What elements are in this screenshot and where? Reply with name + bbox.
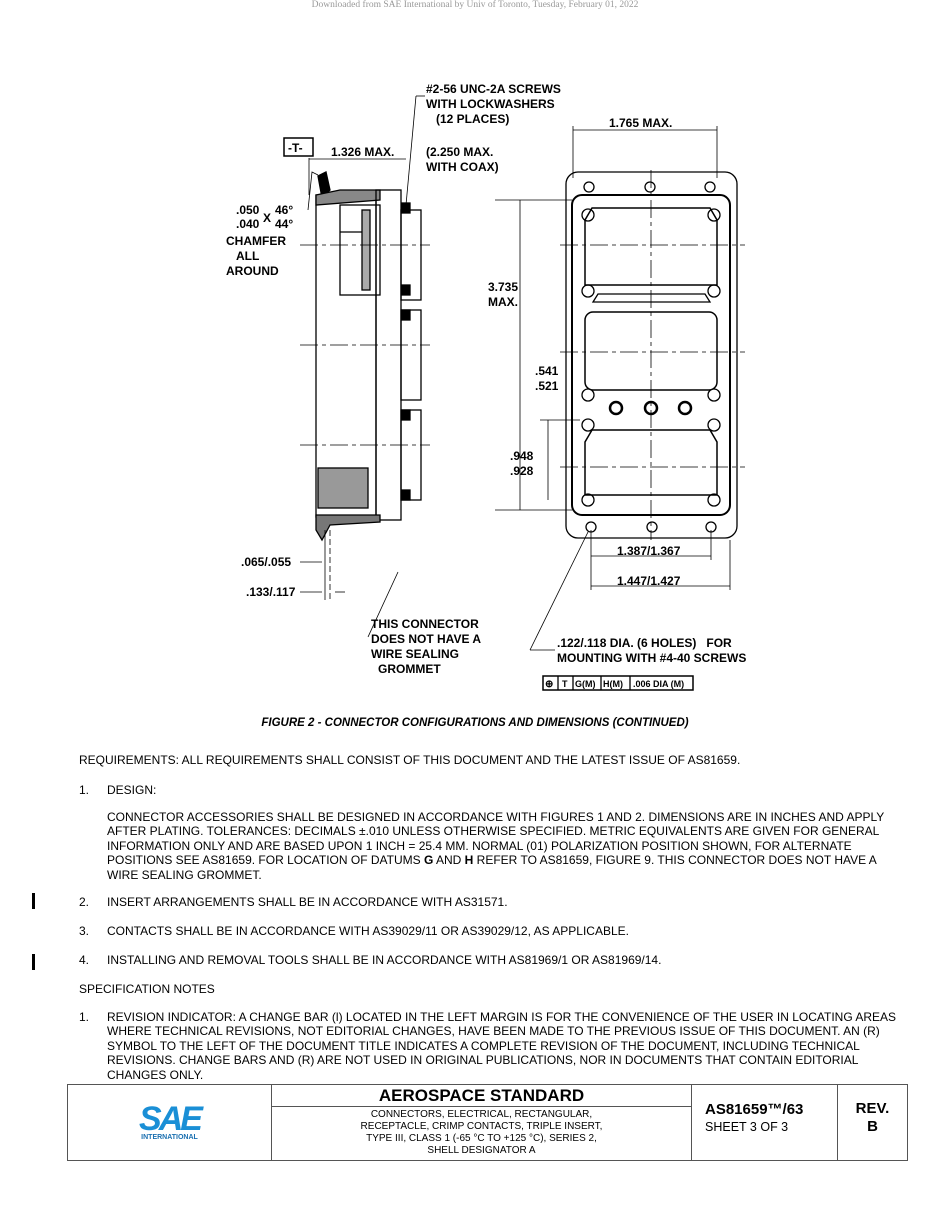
tolerance-datum: H(M) bbox=[603, 679, 623, 689]
item-number: 1. bbox=[79, 1010, 90, 1024]
position-tolerance-icon: ⊕ bbox=[545, 679, 553, 690]
requirements-text: REQUIREMENTS: ALL REQUIREMENTS SHALL CON… bbox=[79, 753, 741, 767]
doc-number: AS81659™/63 bbox=[705, 1101, 804, 1118]
datum-t: -T- bbox=[288, 141, 303, 155]
dim-1387: 1.387/1.367 bbox=[617, 544, 681, 558]
chamfer-dim: 44° bbox=[275, 217, 293, 231]
chamfer-label: AROUND bbox=[226, 264, 279, 278]
datum-g: G bbox=[423, 853, 434, 868]
screws-label: WITH LOCKWASHERS bbox=[426, 97, 555, 111]
chamfer-dim: 46° bbox=[275, 203, 293, 217]
subtitle-line: SHELL DESIGNATOR A bbox=[427, 1145, 536, 1156]
rev-label: REV. bbox=[855, 1100, 890, 1117]
dim-1447: 1.447/1.427 bbox=[617, 574, 681, 588]
rev-value: B bbox=[867, 1118, 878, 1135]
logo-subtext: INTERNATIONAL bbox=[141, 1134, 198, 1141]
subtitle-line: TYPE III, CLASS 1 (-65 °C TO +125 °C), S… bbox=[366, 1133, 597, 1144]
list-item: 1. REVISION INDICATOR: A CHANGE BAR (l) … bbox=[79, 1010, 899, 1082]
title-block: SAE INTERNATIONAL AEROSPACE STANDARD CON… bbox=[67, 1084, 908, 1161]
chamfer-dim: .050 bbox=[236, 203, 260, 217]
design-text-part: AND bbox=[433, 853, 465, 868]
tolerance-datum: G(M) bbox=[575, 679, 596, 689]
logo-mark: SAE bbox=[139, 1100, 203, 1138]
side-view bbox=[300, 171, 430, 600]
dim-948: .948 bbox=[510, 449, 534, 463]
item-text: INSERT ARRANGEMENTS SHALL BE IN ACCORDAN… bbox=[107, 895, 508, 909]
list-item: 4. INSTALLING AND REMOVAL TOOLS SHALL BE… bbox=[79, 953, 899, 967]
grommet-note: THIS CONNECTOR bbox=[371, 617, 479, 631]
connector-drawing: #2-56 UNC-2A SCREWS WITH LOCKWASHERS (12… bbox=[226, 82, 746, 691]
dim-948: .928 bbox=[510, 464, 534, 478]
grommet-note: GROMMET bbox=[378, 662, 441, 676]
coax-label: (2.250 MAX. bbox=[426, 145, 493, 159]
dim-541: .521 bbox=[535, 379, 559, 393]
holes-note: MOUNTING WITH #4-40 SCREWS bbox=[557, 651, 746, 665]
subtitle-line: CONNECTORS, ELECTRICAL, RECTANGULAR, bbox=[370, 1109, 593, 1120]
dim-1326: 1.326 MAX. bbox=[331, 145, 394, 159]
holes-note: .122/.118 DIA. (6 HOLES) FOR bbox=[557, 636, 732, 650]
list-item: 3. CONTACTS SHALL BE IN ACCORDANCE WITH … bbox=[79, 924, 899, 938]
front-view bbox=[560, 170, 745, 540]
dim-1765: 1.765 MAX. bbox=[609, 116, 672, 130]
spec-notes-heading: SPECIFICATION NOTES bbox=[79, 982, 215, 996]
design-text-part: CONNECTOR ACCESSORIES SHALL BE DESIGNED … bbox=[107, 810, 885, 868]
item-text: REVISION INDICATOR: A CHANGE BAR (l) LOC… bbox=[107, 1010, 897, 1082]
datum-h: H bbox=[464, 853, 474, 868]
figure-caption: FIGURE 2 - CONNECTOR CONFIGURATIONS AND … bbox=[261, 717, 689, 729]
dim-133: .133/.117 bbox=[246, 585, 296, 599]
doc-number-cell: AS81659™/63 SHEET 3 OF 3 bbox=[692, 1085, 838, 1160]
item-text: INSTALLING AND REMOVAL TOOLS SHALL BE IN… bbox=[107, 953, 662, 967]
standard-title: AEROSPACE STANDARD bbox=[272, 1085, 691, 1107]
dim-065: .065/.055 bbox=[241, 555, 291, 569]
item-text: CONTACTS SHALL BE IN ACCORDANCE WITH AS3… bbox=[107, 924, 629, 938]
drawing-labels: #2-56 UNC-2A SCREWS WITH LOCKWASHERS (12… bbox=[226, 82, 746, 690]
item-number: 1. bbox=[79, 783, 90, 797]
download-watermark: Downloaded from SAE International by Uni… bbox=[311, 0, 639, 10]
design-text-part: REFER TO AS81659, FIGURE 9. THIS CONNECT… bbox=[107, 853, 877, 882]
list-item: 2. INSERT ARRANGEMENTS SHALL BE IN ACCOR… bbox=[79, 895, 899, 909]
subtitle-line: RECEPTACLE, CRIMP CONTACTS, TRIPLE INSER… bbox=[360, 1121, 603, 1132]
standard-subtitle: CONNECTORS, ELECTRICAL, RECTANGULAR, REC… bbox=[272, 1107, 691, 1157]
title-cell: AEROSPACE STANDARD CONNECTORS, ELECTRICA… bbox=[272, 1085, 692, 1160]
change-bar bbox=[32, 954, 35, 970]
tolerance-value: .006 DIA (M) bbox=[633, 679, 684, 689]
screws-label: #2-56 UNC-2A SCREWS bbox=[426, 82, 561, 96]
sheet-number: SHEET 3 OF 3 bbox=[705, 1120, 789, 1134]
item-number: 3. bbox=[79, 924, 90, 938]
revision-cell: REV. B bbox=[838, 1085, 907, 1160]
sae-logo: SAE INTERNATIONAL bbox=[68, 1085, 272, 1160]
dim-3735: 3.735 bbox=[488, 280, 518, 294]
grommet-note: WIRE SEALING bbox=[371, 647, 459, 661]
chamfer-label: ALL bbox=[236, 249, 259, 263]
chamfer-label: CHAMFER bbox=[226, 234, 286, 248]
dim-541: .541 bbox=[535, 364, 559, 378]
coax-label: WITH COAX) bbox=[426, 160, 499, 174]
list-item: 1. DESIGN: bbox=[79, 783, 899, 797]
tolerance-datum: T bbox=[562, 679, 568, 689]
chamfer-dim: X bbox=[263, 211, 271, 225]
dim-3735: MAX. bbox=[488, 295, 518, 309]
design-text: CONNECTOR ACCESSORIES SHALL BE DESIGNED … bbox=[107, 810, 897, 882]
item-number: 2. bbox=[79, 895, 90, 909]
chamfer-dim: .040 bbox=[236, 217, 260, 231]
grommet-note: DOES NOT HAVE A bbox=[371, 632, 481, 646]
screws-label: (12 PLACES) bbox=[436, 112, 509, 126]
change-bar bbox=[32, 893, 35, 909]
item-text: DESIGN: bbox=[107, 783, 157, 797]
item-number: 4. bbox=[79, 953, 90, 967]
